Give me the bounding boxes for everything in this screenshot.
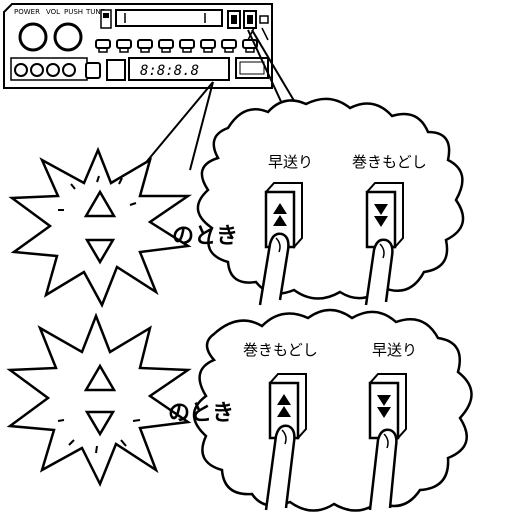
frequency-window — [115, 9, 223, 27]
cloud-icon — [192, 308, 473, 512]
label-rewind-top: 巻きもどし — [352, 153, 427, 171]
finger-icon — [258, 232, 290, 306]
round-buttons — [14, 63, 76, 77]
burst-icon — [6, 312, 192, 488]
emphasis-dashes — [58, 175, 137, 211]
push-label: PUSH — [64, 8, 83, 16]
triangle-up-icon — [83, 363, 117, 392]
preset-buttons — [95, 27, 269, 53]
emphasis-dashes — [57, 419, 141, 454]
vol-label: VOL — [46, 8, 60, 16]
double-down-arrow-icon — [374, 204, 388, 227]
tape-counter-digits: 8:8:8.8 — [140, 63, 199, 79]
double-down-arrow-icon — [377, 395, 391, 418]
button-down-top — [365, 182, 404, 249]
triangle-down-icon — [84, 238, 116, 265]
vol-knob[interactable] — [18, 22, 48, 52]
radio-panel: POWER VOL PUSH TUNE — [3, 3, 273, 89]
label-rewind-bottom: 巻きもどし — [243, 341, 318, 359]
when-text-bottom: のとき — [168, 401, 234, 426]
button-down-bottom — [368, 373, 407, 440]
finger-icon — [368, 428, 398, 511]
finger-icon — [264, 424, 296, 511]
finger-icon — [364, 238, 394, 306]
double-up-arrow-icon — [273, 203, 287, 226]
triangle-down-icon — [84, 410, 116, 437]
tune-label: TUNE — [85, 8, 105, 16]
when-text-top: のとき — [172, 224, 238, 249]
burst-icon — [8, 146, 193, 308]
label-fast-forward-bottom: 早送り — [372, 341, 417, 359]
power-label: POWER — [14, 8, 40, 16]
cloud-icon — [196, 97, 465, 300]
tune-knob[interactable] — [53, 22, 83, 52]
tape-display — [128, 57, 230, 81]
label-fast-forward-top: 早送り — [268, 153, 313, 171]
double-up-arrow-icon — [277, 394, 291, 417]
panel-ff-rew-buttons — [227, 10, 269, 29]
callout-lines — [137, 29, 297, 173]
triangle-up-icon — [83, 189, 117, 218]
